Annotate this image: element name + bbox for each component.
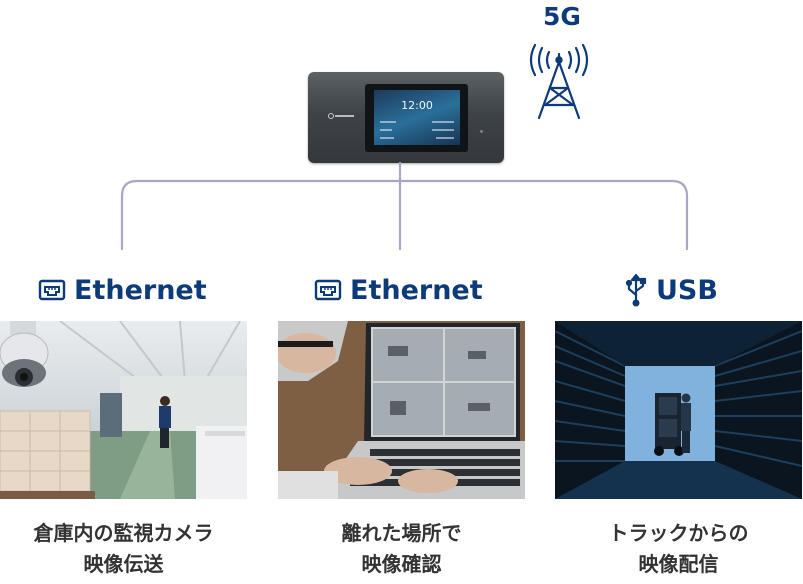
interface-label-3: USB [624, 270, 718, 310]
interface-name: Ethernet [74, 274, 207, 306]
caption-line: 映像確認 [361, 552, 442, 576]
screen-status-row [380, 137, 394, 139]
ethernet-port-icon [314, 279, 342, 301]
caption-line: 倉庫内の監視カメラ [33, 521, 214, 545]
caption-line: 映像配信 [638, 552, 719, 576]
connector-line-branches [120, 179, 689, 251]
screen-status-row [380, 121, 396, 123]
caption-line: 映像伝送 [83, 552, 164, 576]
truck-container-photo [555, 321, 802, 499]
laptop-monitoring-photo [278, 321, 525, 499]
screen-status-row [432, 121, 454, 123]
caption-line: 離れた場所で [341, 521, 462, 545]
interface-name: Ethernet [350, 274, 483, 306]
caption-2: 離れた場所で 映像確認 [278, 518, 525, 580]
router-brand-logo [328, 113, 354, 119]
ethernet-port-icon [38, 279, 66, 301]
mobile-router-device: 12:00 [308, 72, 504, 163]
router-screen-bezel: 12:00 [365, 84, 468, 152]
caption-line: トラックからの [608, 521, 749, 545]
router-led [480, 130, 483, 133]
network-5g-label: 5G [543, 2, 581, 31]
interface-name: USB [656, 274, 718, 306]
interface-label-2: Ethernet [314, 270, 483, 310]
caption-1: 倉庫内の監視カメラ 映像伝送 [0, 518, 247, 580]
connection-tree [120, 161, 689, 251]
router-screen: 12:00 [374, 90, 460, 145]
screen-status-row [380, 129, 392, 131]
screen-status-row [432, 129, 454, 131]
caption-3: トラックからの 映像配信 [555, 518, 802, 580]
interface-label-1: Ethernet [38, 270, 207, 310]
warehouse-camera-photo [0, 321, 247, 499]
antenna-tower-icon [529, 44, 589, 120]
router-screen-time: 12:00 [401, 99, 433, 112]
screen-status-row [436, 137, 454, 139]
usb-icon [625, 273, 647, 307]
